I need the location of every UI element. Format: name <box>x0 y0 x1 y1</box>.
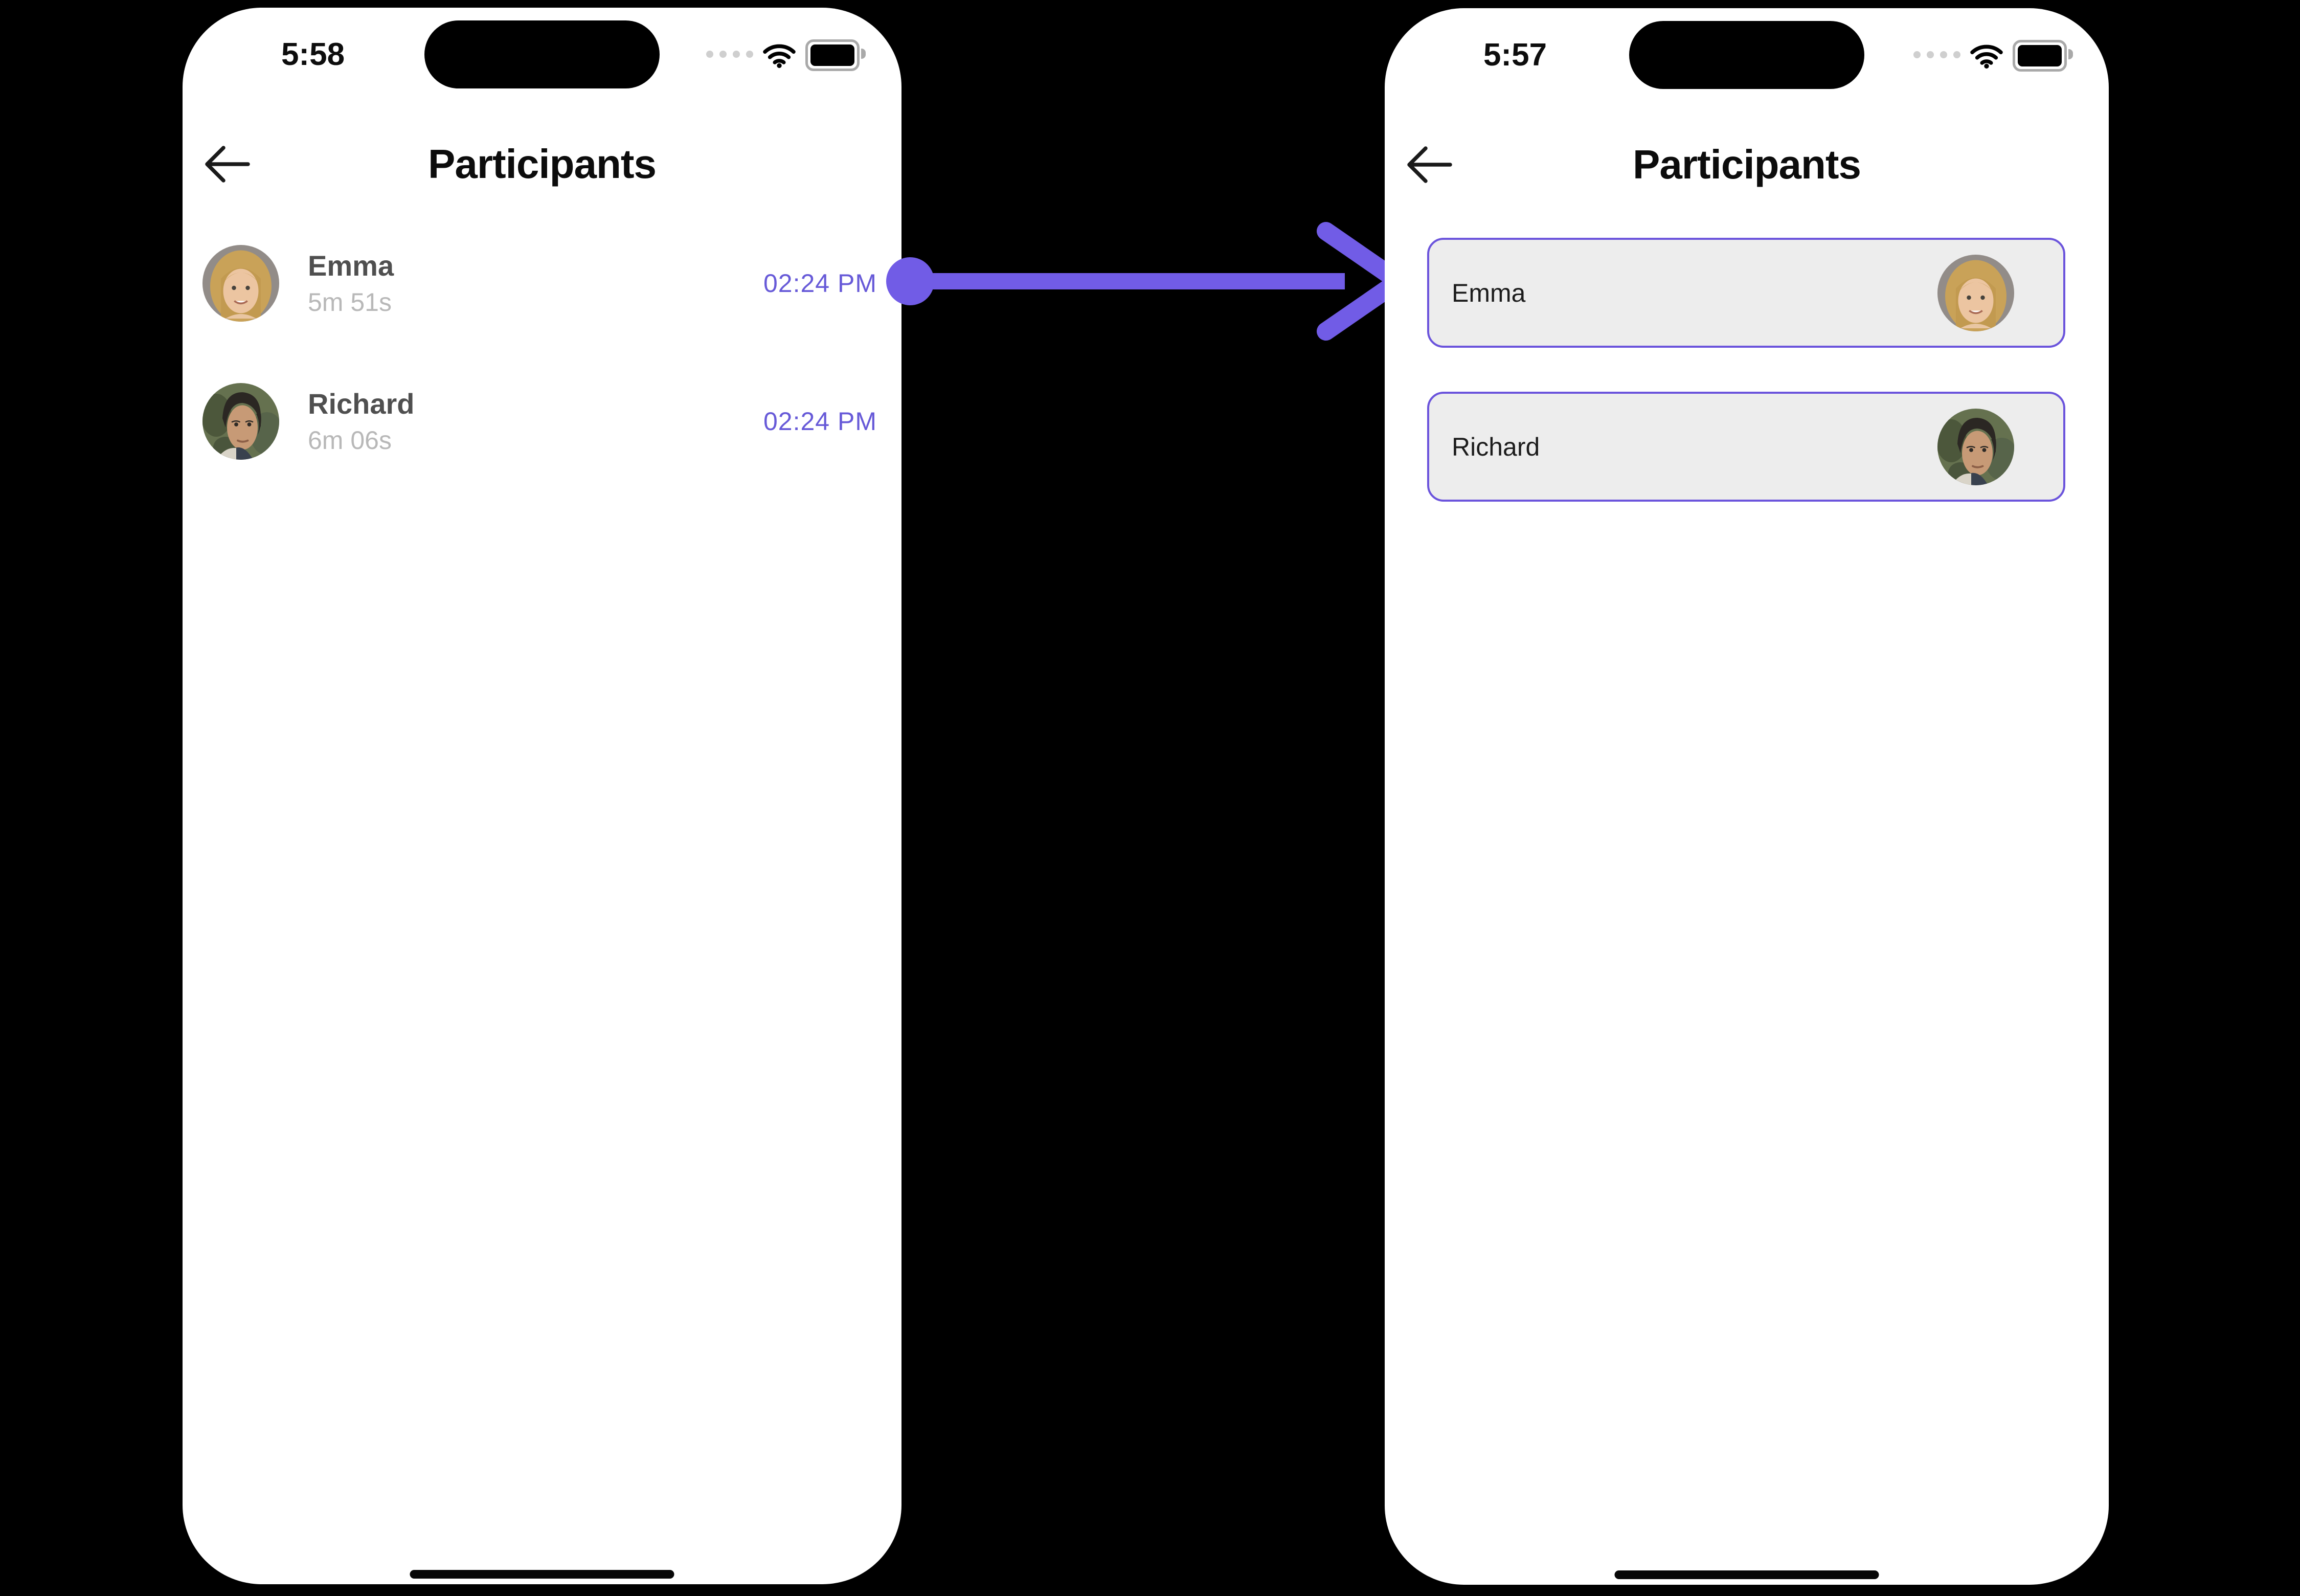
status-icons <box>706 8 866 102</box>
participant-card[interactable]: Emma <box>1427 238 2065 348</box>
avatar-richard <box>1937 408 2014 485</box>
wifi-icon <box>762 42 796 68</box>
avatar-emma <box>202 245 279 322</box>
page-title: Participants <box>1633 142 1861 187</box>
wifi-icon <box>1970 43 2003 69</box>
cellular-dots-icon <box>1913 51 1960 60</box>
right-phone-screen: 5:57 <box>1385 8 2109 1585</box>
header: Participants <box>183 140 901 189</box>
status-bar: 5:58 <box>183 8 901 102</box>
back-button[interactable] <box>1405 141 1454 188</box>
participant-name: Richard <box>1452 432 1540 461</box>
participant-card[interactable]: Richard <box>1427 392 2065 502</box>
battery-icon <box>805 39 866 71</box>
status-time: 5:57 <box>1483 37 1547 73</box>
participant-duration: 6m 06s <box>308 426 392 455</box>
participant-row[interactable]: Emma 5m 51s 02:24 PM <box>202 245 877 322</box>
arrow-left-icon <box>1405 141 1454 188</box>
participant-name: Emma <box>1452 278 1526 307</box>
participant-join-time: 02:24 PM <box>763 269 877 298</box>
dynamic-island <box>424 20 660 88</box>
home-indicator <box>1614 1570 1879 1579</box>
participant-duration: 5m 51s <box>308 288 392 317</box>
avatar-emma <box>1937 254 2014 331</box>
battery-icon <box>2013 39 2073 72</box>
home-indicator <box>410 1570 674 1579</box>
back-button[interactable] <box>203 141 252 188</box>
participant-name: Richard <box>308 388 415 420</box>
page-title: Participants <box>428 141 657 187</box>
status-time: 5:58 <box>281 37 345 72</box>
avatar-richard <box>202 383 279 460</box>
arrow-left-icon <box>203 141 252 188</box>
cellular-dots-icon <box>706 50 753 60</box>
participant-row[interactable]: Richard 6m 06s 02:24 PM <box>202 383 877 460</box>
participants-list: Emma 5m 51s 02:24 PM Richard 6m 06s <box>202 245 877 521</box>
status-icons <box>1913 8 2073 103</box>
header: Participants <box>1385 140 2109 189</box>
left-phone-screen: 5:58 <box>183 8 901 1584</box>
participant-join-time: 02:24 PM <box>763 407 877 436</box>
dynamic-island <box>1629 21 1864 89</box>
status-bar: 5:57 <box>1385 8 2109 103</box>
participant-name: Emma <box>308 250 394 282</box>
arrow-right-icon <box>886 222 1408 341</box>
